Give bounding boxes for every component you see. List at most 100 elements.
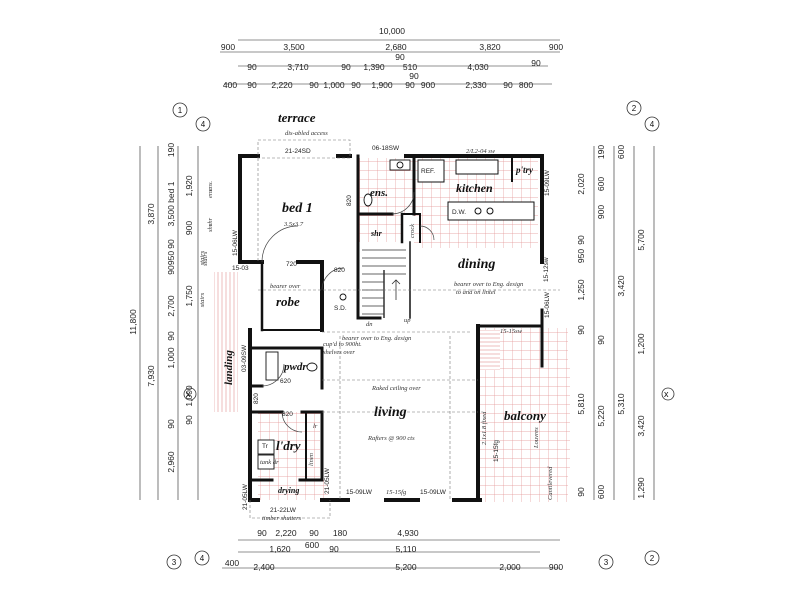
dim-right-c3-3: 3,420: [636, 415, 646, 437]
note-wall: 2.1x1.8 fixed: [481, 411, 488, 445]
code-w4: 15-09LW: [544, 169, 551, 196]
dim-right-c1-5: 950: [576, 249, 586, 263]
dim-top-r3-4: 1,000: [323, 80, 345, 90]
dim-right-c3-1: 1,200: [636, 333, 646, 355]
section-marker-right-x: x: [664, 389, 669, 399]
basin-ens: [396, 161, 404, 169]
cooktop: [455, 159, 499, 175]
dw-820d: 820: [282, 411, 293, 418]
note-shelves: shelves over: [323, 349, 355, 356]
grid-marker-1: [172, 102, 188, 118]
dim-left-c2-4: 90: [166, 265, 176, 275]
label-ptry: p'try: [515, 165, 534, 175]
dim-bot-r3-2: 5,200: [395, 562, 417, 572]
grid-label-4c: 4: [200, 554, 205, 563]
section-markers: x x: [183, 387, 675, 401]
dim-bot-r2-1: 600: [305, 540, 319, 550]
dim-top-r3-2: 2,220: [271, 80, 293, 90]
door-pwdr: [261, 363, 285, 387]
dim-left-c2-1: 3,500 bed 1: [166, 181, 176, 226]
dim-right-c1-6: 1,250: [576, 279, 586, 301]
code-w1: 21-24SD: [285, 148, 311, 155]
note-stairs: stairs: [202, 251, 209, 266]
code-w6: 15-03: [232, 265, 249, 272]
window-codes: 21-24SD 06-18SW 2/L2-04 sw 15-09LW 15-06…: [232, 145, 551, 514]
note-shr: shr: [207, 223, 214, 232]
dimension-text-top: 10,000 900 3,500 2,680 3,820 900 90 3,71…: [221, 26, 563, 90]
note-bearer1: bearer over: [270, 283, 301, 290]
door-crock: [419, 225, 435, 241]
dim-left-c2-5: 2,700: [166, 295, 176, 317]
dim-left-c2-2: 90: [166, 239, 176, 249]
basin-pwdr: [265, 351, 279, 381]
dim-right-c3-2: 5,310: [616, 393, 626, 415]
dim-bot-r1-2: 90: [309, 528, 319, 538]
dim-top-r3-5: 90: [351, 80, 361, 90]
dw-820b: 820: [334, 267, 345, 274]
code-w16: 21-05LW: [324, 467, 331, 494]
dimension-lines: [139, 39, 655, 569]
dim-top-overall: 10,000: [379, 26, 405, 36]
dim-bot-r3-3: 2,000: [499, 562, 521, 572]
door-swings: [261, 191, 435, 433]
note-bearer2: bearer over to Eng. design: [454, 281, 523, 288]
grid-marker-3a: [166, 554, 182, 570]
drying-outline: [249, 500, 331, 519]
washer-ldry: [257, 454, 275, 470]
dim-right-c1-3: 900: [596, 205, 606, 219]
stairs: [362, 249, 406, 318]
grid-marker-4c: [194, 550, 210, 566]
dim-top-r3-3: 90: [309, 80, 319, 90]
dim-right-c1-0: 190: [596, 145, 606, 159]
dim-left-c3-1: 900: [184, 221, 194, 235]
fixtures: [257, 159, 411, 470]
dim-top-r3-9: 2,330: [465, 80, 487, 90]
grid-marker-3b: [598, 554, 614, 570]
terrace-outline: [257, 139, 351, 159]
tub-ldry: [257, 439, 275, 455]
label-dn: dn: [366, 321, 373, 328]
dim-top-r1-0: 900: [221, 42, 235, 52]
dim-top-r3-7: 90: [405, 80, 415, 90]
dim-top-r2-3: 1,390: [363, 62, 385, 72]
dim-bot-r1-3: 180: [333, 528, 347, 538]
balcony-step-boards: [480, 330, 500, 370]
dw-620: 620: [280, 378, 291, 385]
dashed-lines: [249, 139, 560, 519]
sd-marker: [339, 293, 347, 301]
dim-right-c2-0: 600: [616, 145, 626, 159]
door-widths: 820 720 820 620 820 820: [253, 195, 353, 418]
code-w12: 15-15fg: [386, 489, 407, 496]
toilet-ens: [363, 193, 373, 207]
label-tr: Tr: [262, 443, 269, 450]
walls: [238, 154, 544, 502]
grid-label-3a: 3: [172, 558, 177, 567]
dim-left-c2-6: 90: [166, 331, 176, 341]
dim-right-c1-7: 90: [576, 325, 586, 335]
dim-right-c2-2: 5,810: [576, 393, 586, 415]
dim-top-r1-3: 3,820: [479, 42, 501, 52]
dim-left-c2-8: 90: [166, 419, 176, 429]
grid-marker-2b: [644, 550, 660, 566]
landing-boards: [214, 272, 238, 412]
grid-label-4b: 4: [650, 120, 655, 129]
door-ldry: [281, 411, 303, 433]
dim-left-c1-0: 3,870: [146, 203, 156, 225]
grid-label-4a: 4: [201, 120, 206, 129]
dim-left-c2-9: 2,960: [166, 451, 176, 473]
code-w8: 15-15fg: [493, 440, 500, 462]
dimension-text-right: 190 2,020 600 900 90 950 1,250 90 5,220 …: [576, 145, 646, 499]
dim-bot-r1-4: 4,930: [397, 528, 419, 538]
dim-bot-r2-0: 1,620: [269, 544, 291, 554]
dim-bot-r3-0: 400: [225, 558, 239, 568]
label-tank: tank dr: [260, 459, 279, 466]
dim-left-c1-1: 7,930: [146, 365, 156, 387]
dim-left-c2-3: 950: [166, 251, 176, 265]
code-w3: 2/L2-04 sw: [466, 148, 496, 155]
dim-top-r2-7: 4,030: [467, 62, 489, 72]
room-labels: terrace dis-abled access bed 1 3.5x3.7 e…: [223, 110, 546, 495]
label-terrace-note: dis-abled access: [285, 130, 328, 137]
dim-top-r2-5: 510: [403, 62, 417, 72]
dim-right-c1-1: 2,020: [576, 173, 586, 195]
